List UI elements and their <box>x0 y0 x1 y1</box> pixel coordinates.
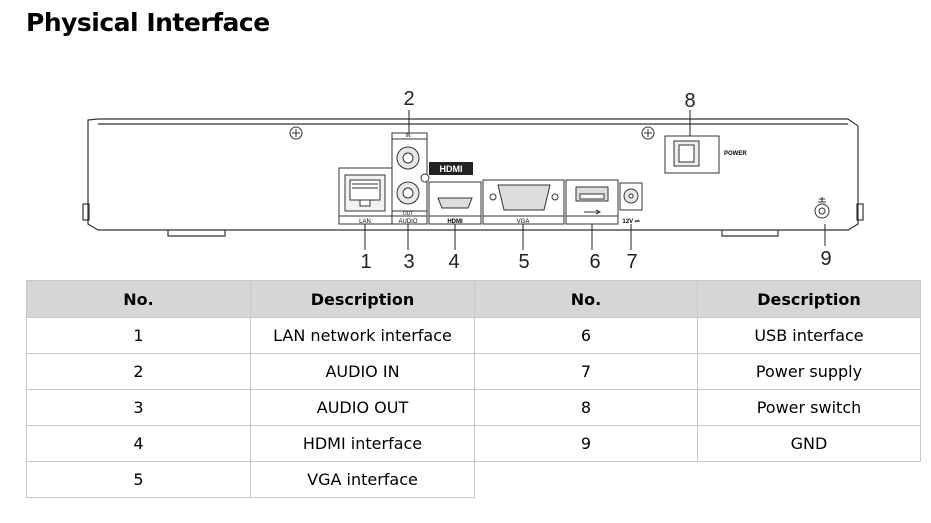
dc-power-label: 12V ⎓ <box>622 219 639 225</box>
table-cell: AUDIO OUT <box>250 389 475 426</box>
table-row: 2 AUDIO IN 7 Power supply <box>26 353 921 390</box>
column-header-no: No. <box>474 280 698 318</box>
chassis <box>82 118 864 237</box>
column-header-no: No. <box>26 280 251 318</box>
screw-icon <box>420 173 430 183</box>
table-row: 3 AUDIO OUT 8 Power switch <box>26 389 921 426</box>
table-cell: HDMI interface <box>250 425 475 462</box>
empty-cell <box>698 462 921 498</box>
hdmi-port-label: HDMI <box>447 219 463 225</box>
table-cell: 3 <box>26 389 251 426</box>
table-cell: 8 <box>474 389 698 426</box>
table-cell: 2 <box>26 353 251 390</box>
table-header-row: No. Description No. Description <box>26 280 921 318</box>
table-cell: 4 <box>26 425 251 462</box>
audio-out-label: OUT <box>403 211 414 217</box>
callout-7: 7 <box>626 251 637 273</box>
power-switch-label: POWER <box>724 151 747 157</box>
vga-port <box>482 179 565 225</box>
page-title: Physical Interface <box>26 8 270 37</box>
table-row: 1 LAN network interface 6 USB interface <box>26 317 921 354</box>
column-header-description: Description <box>697 280 921 318</box>
screw-icon <box>289 126 303 140</box>
vga-port-label: VGA <box>517 219 530 225</box>
audio-in-label: IN <box>406 133 411 139</box>
table-cell: 1 <box>26 317 251 354</box>
callout-4: 4 <box>448 251 459 273</box>
callout-2: 2 <box>403 88 414 110</box>
table-cell: 5 <box>26 461 251 498</box>
ground-icon <box>814 197 830 219</box>
table-cell: GND <box>697 425 921 462</box>
column-header-description: Description <box>250 280 475 318</box>
rear-panel-diagram: LAN IN OUT AUDIO HDMI HDMI VGA <box>82 88 864 273</box>
table-cell: Power supply <box>697 353 921 390</box>
callout-1: 1 <box>360 251 371 273</box>
table-cell: USB interface <box>697 317 921 354</box>
table-cell: 6 <box>474 317 698 354</box>
table-cell: 7 <box>474 353 698 390</box>
callout-3: 3 <box>403 251 414 273</box>
table-row: 4 HDMI interface 9 GND <box>26 425 921 462</box>
svg-text:HDMI: HDMI <box>440 164 463 174</box>
callout-9: 9 <box>820 248 831 270</box>
table-cell: VGA interface <box>250 461 475 498</box>
table-row: 5 VGA interface <box>26 461 921 498</box>
power-switch <box>664 135 720 174</box>
usb-port <box>565 179 619 225</box>
audio-label: AUDIO <box>398 219 417 225</box>
callout-6: 6 <box>589 251 600 273</box>
screw-icon <box>641 126 655 140</box>
interface-table: No. Description No. Description 1 LAN ne… <box>26 280 921 498</box>
callout-5: 5 <box>518 251 529 273</box>
callout-lines <box>364 110 826 250</box>
lan-port-label: LAN <box>359 219 371 225</box>
table-cell: AUDIO IN <box>250 353 475 390</box>
hdmi-port <box>428 181 482 225</box>
lan-port <box>338 167 393 225</box>
table-cell: 9 <box>474 425 698 462</box>
empty-cell <box>475 462 698 498</box>
table-cell: LAN network interface <box>250 317 475 354</box>
dc-power-port <box>619 182 643 211</box>
callout-8: 8 <box>684 90 695 112</box>
hdmi-logo: HDMI <box>429 162 473 175</box>
table-cell: Power switch <box>697 389 921 426</box>
